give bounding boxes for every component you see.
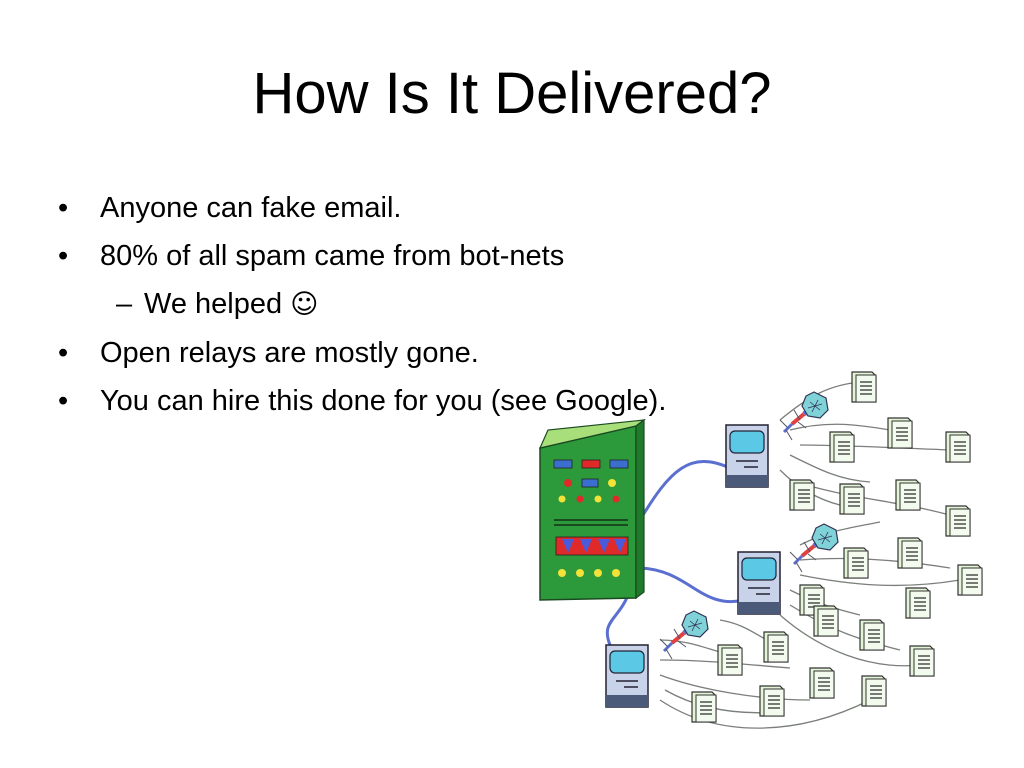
email-icon: [895, 479, 921, 511]
botnet-illustration: [538, 371, 983, 729]
email-icon: [789, 479, 815, 511]
virus-icon: [780, 392, 828, 440]
email-icon: [851, 371, 877, 403]
sub-bullet-item: – We helped ☺: [56, 280, 666, 329]
email-icon: [945, 505, 971, 537]
email-icon: [897, 537, 923, 569]
email-icon: [763, 631, 789, 663]
bullet-text: 80% of all spam came from bot-nets: [100, 240, 565, 272]
computer-icon: [737, 551, 781, 615]
email-icon: [843, 547, 869, 579]
bullet-text: Anyone can fake email.: [100, 192, 402, 224]
sub-bullet-text: We helped: [144, 288, 283, 320]
bullet-item: • Anyone can fake email.: [56, 184, 666, 232]
computer-icon: [725, 424, 769, 488]
email-icon: [809, 667, 835, 699]
email-icon: [905, 587, 931, 619]
email-icon: [945, 431, 971, 463]
smiley-icon: ☺: [290, 289, 319, 320]
email-icon: [909, 645, 935, 677]
email-icon: [859, 619, 885, 651]
bullet-text: Open relays are mostly gone.: [100, 337, 479, 369]
bullet-marker: •: [58, 192, 69, 224]
email-icon: [887, 417, 913, 449]
email-icon: [861, 675, 887, 707]
spam-lines: [659, 381, 961, 729]
bullet-item: • Open relays are mostly gone.: [56, 329, 666, 377]
bullet-item: • 80% of all spam came from bot-nets: [56, 232, 666, 280]
slide-title: How Is It Delivered?: [252, 61, 772, 126]
bullet-marker: •: [58, 240, 69, 272]
email-icon: [759, 685, 785, 717]
computer-icon: [605, 644, 649, 708]
sub-bullet-marker: –: [116, 288, 133, 320]
email-icon: [813, 605, 839, 637]
email-icon: [691, 691, 717, 723]
bullet-item: • You can hire this done for you (see Go…: [56, 377, 666, 425]
email-icon: [957, 564, 983, 596]
virus-icon: [790, 524, 838, 572]
server-icon: [538, 418, 647, 601]
email-icon: [717, 644, 743, 676]
bullet-list: • Anyone can fake email. • 80% of all sp…: [56, 184, 666, 425]
virus-icon: [660, 611, 708, 659]
bullet-marker: •: [58, 385, 69, 417]
email-icon: [839, 483, 865, 515]
bullet-text: You can hire this done for you (see Goog…: [100, 385, 667, 417]
bullet-marker: •: [58, 337, 69, 369]
email-icon: [829, 431, 855, 463]
